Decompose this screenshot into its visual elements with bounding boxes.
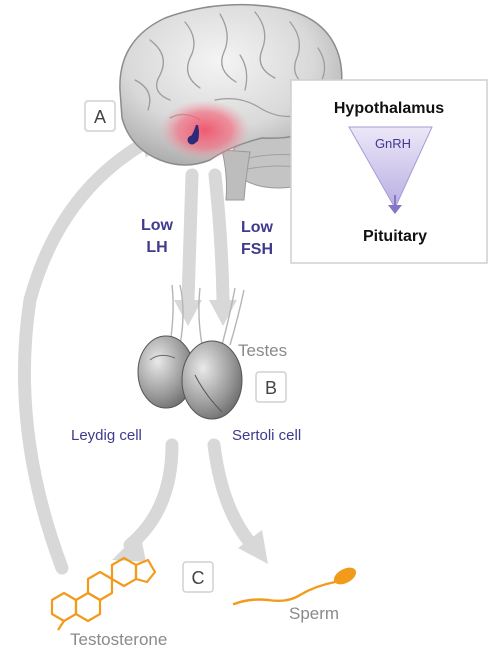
marker-b-label: B: [265, 378, 277, 398]
lh-label-line1: Low: [141, 217, 174, 234]
testosterone-feedback-arrow: [17, 133, 157, 575]
sertoli-cell-label: Sertoli cell: [232, 427, 301, 444]
fsh-arrowhead: [209, 300, 237, 326]
inset-pituitary-label: Pituitary: [363, 228, 427, 245]
lh-arrow: [181, 168, 199, 307]
hypothalamus-highlight: [160, 100, 250, 160]
lh-arrowhead: [174, 300, 202, 326]
sperm-icon: [232, 567, 357, 606]
right-testis: [181, 340, 243, 420]
sperm-label: Sperm: [289, 604, 339, 623]
testes-label: Testes: [238, 341, 287, 360]
testosterone-molecule-icon: [50, 556, 157, 631]
sertoli-arrow: [207, 438, 259, 552]
hypothalamus-pituitary-inset: Hypothalamus GnRH Pituitary: [290, 79, 488, 264]
feedback-arrows: [17, 124, 268, 575]
testes-illustration: [137, 284, 245, 420]
fsh-label-line2: FSH: [241, 241, 273, 258]
marker-a: A: [84, 100, 116, 132]
inset-hypothalamus-label: Hypothalamus: [334, 100, 444, 117]
fsh-label-line1: Low: [241, 219, 274, 236]
marker-b: B: [255, 371, 287, 403]
sertoli-arrowhead: [238, 530, 268, 564]
marker-c: C: [182, 561, 214, 593]
brain-illustration: [119, 3, 343, 201]
leydig-arrowhead: [112, 532, 146, 562]
marker-c-label: C: [192, 568, 205, 588]
fsh-arrow: [208, 168, 230, 307]
leydig-arrow: [123, 438, 179, 552]
testosterone-label: Testosterone: [70, 630, 167, 649]
gnrh-label: GnRH: [375, 136, 411, 151]
leydig-cell-label: Leydig cell: [71, 427, 142, 444]
gnrh-triangle: [348, 126, 433, 210]
marker-a-label: A: [94, 107, 106, 127]
lh-label-line2: LH: [146, 239, 167, 256]
brainstem: [221, 149, 251, 201]
